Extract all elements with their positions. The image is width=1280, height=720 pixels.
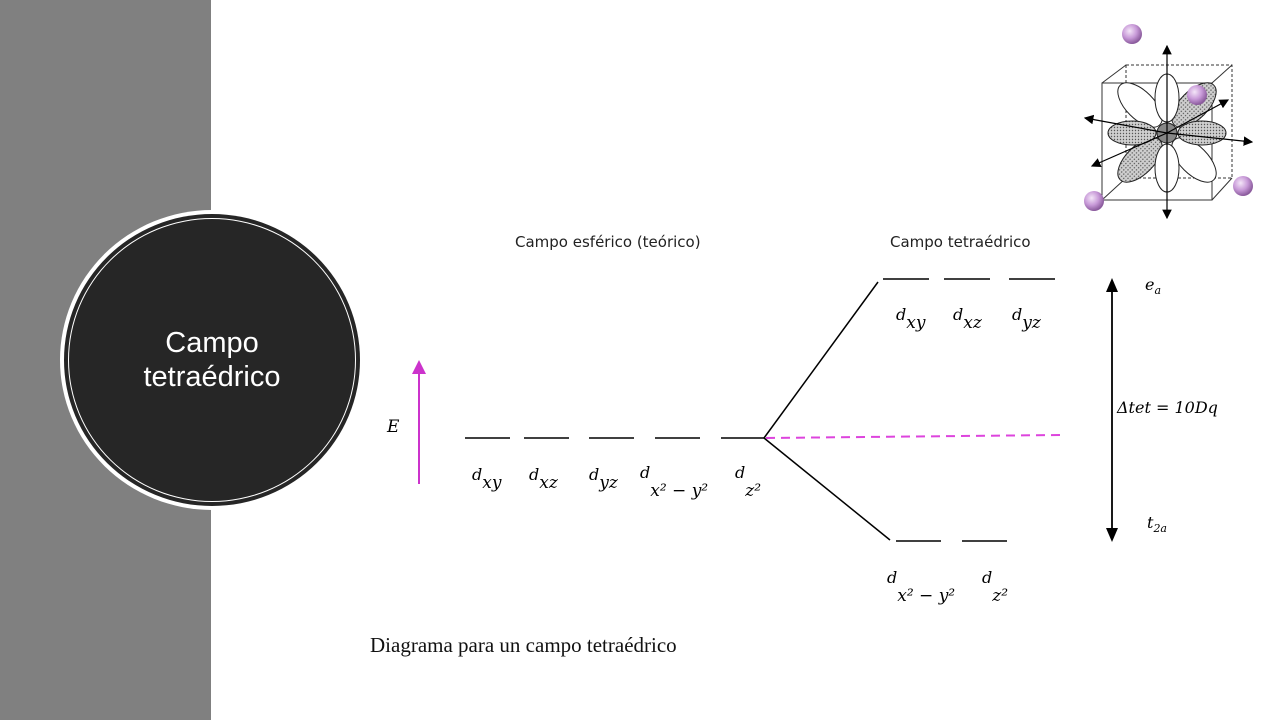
energy-arrow (412, 360, 426, 484)
split-line-up (763, 281, 879, 439)
lower-set-label: t2a (1147, 513, 1167, 535)
ligand-sphere (1084, 191, 1104, 211)
delta-label: Δtet = 10Dq (1116, 398, 1218, 417)
title-circle-ring (68, 218, 356, 502)
orbital-label: dyz (589, 465, 619, 493)
header-spherical-field: Campo esférico (teórico) (515, 233, 701, 251)
orbital-label: dyz (1012, 305, 1042, 333)
orbital-label: dx² − y² (640, 463, 708, 501)
energy-axis-label: E (386, 417, 400, 437)
ligand-sphere (1187, 85, 1207, 105)
orbital-label: dxy (896, 305, 926, 333)
orbital-label: dx² − y² (887, 568, 955, 606)
tetrahedral-orbital-illustration (1083, 24, 1254, 220)
diagram-caption: Diagrama para un campo tetraédrico (370, 633, 677, 657)
orbital-label: dxz (529, 465, 559, 493)
orbital-label: dxy (472, 465, 502, 493)
ligand-sphere (1233, 176, 1253, 196)
axis-arrows (1083, 44, 1254, 220)
barycenter-line (765, 434, 1061, 439)
orbital-label: dxz (953, 305, 983, 333)
ligand-sphere (1122, 24, 1142, 44)
delta-arrow (1106, 278, 1118, 542)
orbital-label: dz² (735, 463, 761, 501)
header-tetrahedral-field: Campo tetraédrico (890, 233, 1031, 251)
split-line-down (763, 437, 891, 541)
upper-set-label: ea (1145, 275, 1161, 297)
orbital-label: dz² (982, 568, 1008, 606)
